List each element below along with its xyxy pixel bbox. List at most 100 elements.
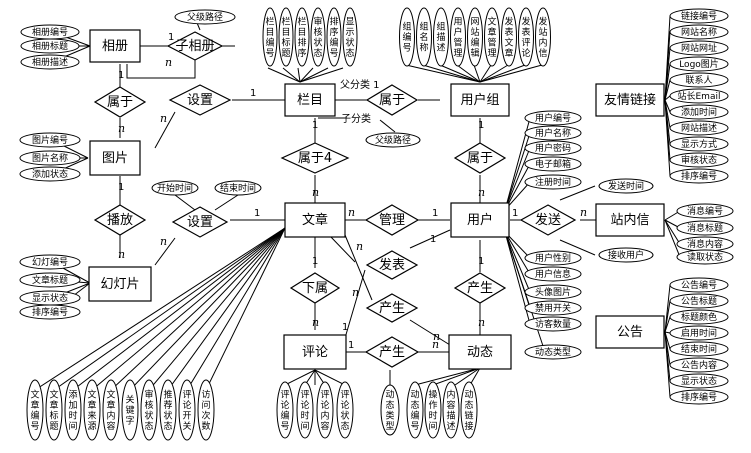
- cardinality-label: 1: [168, 32, 174, 43]
- attribute-char: 组: [436, 21, 445, 33]
- attribute-char: 论: [182, 399, 191, 411]
- attribute-friendlink: 显示方式: [669, 136, 729, 152]
- attribute-char: 状: [313, 36, 322, 48]
- attribute-friendlink: 网站描述: [669, 120, 729, 136]
- attribute-send-time: 发送时间: [598, 178, 654, 194]
- relationship-belongs4: 属于4: [280, 142, 350, 174]
- attribute-label: 显示状态: [32, 292, 68, 304]
- entity-comment: 评论: [283, 334, 347, 370]
- connector-line: [664, 99, 671, 177]
- attribute: 组名称: [416, 7, 432, 67]
- attribute-image: 图片编号: [19, 132, 81, 148]
- attribute-friendlink: Logo图片: [669, 56, 729, 72]
- attribute-slideshow: 显示状态: [19, 290, 81, 306]
- relationship-label: 发送: [535, 212, 561, 228]
- attribute-label: 用户密码: [535, 142, 571, 154]
- attribute-label: 父级路径: [187, 11, 223, 23]
- attribute-label: 开始时间: [157, 182, 193, 194]
- attribute-char: 评: [521, 37, 530, 48]
- attribute-char: 源: [87, 421, 96, 432]
- connector-line: [479, 64, 509, 83]
- attribute-user: 头像图片: [524, 284, 582, 300]
- entity-album: 相册: [89, 29, 141, 63]
- attribute-char: 访: [201, 389, 210, 400]
- relationship-label: 子相册: [175, 39, 214, 54]
- entity-column: 栏目: [284, 83, 336, 117]
- cardinality-label: n: [580, 206, 587, 219]
- attribute: 添加时间: [64, 379, 82, 441]
- attribute-label: 排序编号: [32, 306, 68, 318]
- attribute-char: 时: [428, 409, 437, 421]
- attribute-slideshow: 文章标题: [19, 272, 81, 288]
- relationship-label: 设置: [187, 93, 213, 108]
- entity-activity: 动态: [448, 334, 512, 370]
- attribute-label: 用户名称: [535, 127, 571, 139]
- entity-friendlink: 友情链接: [595, 83, 665, 117]
- attribute-char: 荐: [163, 400, 172, 411]
- entity-image: 图片: [89, 140, 141, 176]
- attribute-label: 结束时间: [681, 343, 717, 355]
- attribute-parent-path: 父级路径: [365, 132, 421, 148]
- attribute-char: 间: [428, 420, 437, 432]
- attribute-char: 核: [144, 399, 153, 411]
- attribute-char: 作: [428, 399, 437, 411]
- attribute-char: 评: [320, 389, 329, 400]
- attribute-char: 论: [340, 399, 349, 411]
- attribute: 文章标题: [45, 379, 63, 441]
- connector-line: [284, 369, 316, 386]
- attribute: 审核状态: [310, 7, 326, 67]
- attribute-char: 管: [453, 36, 462, 48]
- attribute-char: 内: [320, 409, 329, 421]
- entity-user: 用户: [450, 202, 510, 238]
- attribute-char: 标: [49, 409, 58, 421]
- attribute-char: 容: [446, 399, 455, 411]
- attribute-char: 章: [87, 399, 96, 411]
- attribute-char: 描: [436, 31, 445, 43]
- attribute-friendlink: 联系人: [669, 72, 729, 88]
- attribute-slideshow: 排序编号: [19, 304, 81, 320]
- relationship-child_album: 子相册: [166, 31, 224, 61]
- attribute-char: 文: [487, 15, 496, 27]
- connector-line: [473, 64, 481, 83]
- attribute-char: 编: [402, 31, 411, 43]
- entity-label: 文章: [302, 212, 328, 228]
- attribute-char: 状: [345, 36, 354, 48]
- attribute-char: 编: [470, 36, 479, 48]
- cardinality-label: n: [433, 330, 440, 343]
- attribute-message: 消息编号: [676, 203, 734, 219]
- connector-line: [422, 64, 481, 83]
- attribute-notice: 启用时间: [669, 325, 729, 341]
- attribute-time: 结束时间: [214, 180, 262, 196]
- relationship-send: 发送: [519, 204, 577, 236]
- entity-label: 动态: [467, 345, 493, 360]
- attribute-char: 评: [340, 389, 349, 400]
- entity-label: 图片: [102, 151, 128, 166]
- connector-line: [456, 64, 481, 83]
- attribute-char: 容: [106, 420, 115, 432]
- attribute-char: 态: [464, 399, 473, 411]
- cardinality-label: 1: [478, 120, 484, 131]
- attribute-char: 论: [320, 399, 329, 411]
- attribute-char: 文: [30, 388, 39, 400]
- attribute-char: 评: [300, 389, 309, 400]
- attribute-image: 图片名称: [19, 150, 81, 166]
- attribute-label: 网站描述: [681, 122, 717, 134]
- connector-line: [297, 67, 301, 83]
- cardinality-label: 1: [118, 70, 124, 81]
- attribute-label: 消息编号: [687, 205, 723, 217]
- attribute: 动态类型: [380, 384, 400, 436]
- attribute-notice: 显示状态: [669, 373, 729, 389]
- cardinality-label: n: [312, 316, 319, 329]
- attribute-char: 动: [385, 389, 394, 400]
- attribute-char: 内: [446, 388, 455, 400]
- attribute-album: 相册描述: [20, 54, 80, 70]
- relationship-publish: 发表: [365, 250, 419, 280]
- attribute-label: 排序编号: [681, 170, 717, 182]
- connector-line: [664, 219, 681, 258]
- attribute-label: 幻灯编号: [32, 256, 68, 268]
- attribute-char: 时: [300, 409, 309, 421]
